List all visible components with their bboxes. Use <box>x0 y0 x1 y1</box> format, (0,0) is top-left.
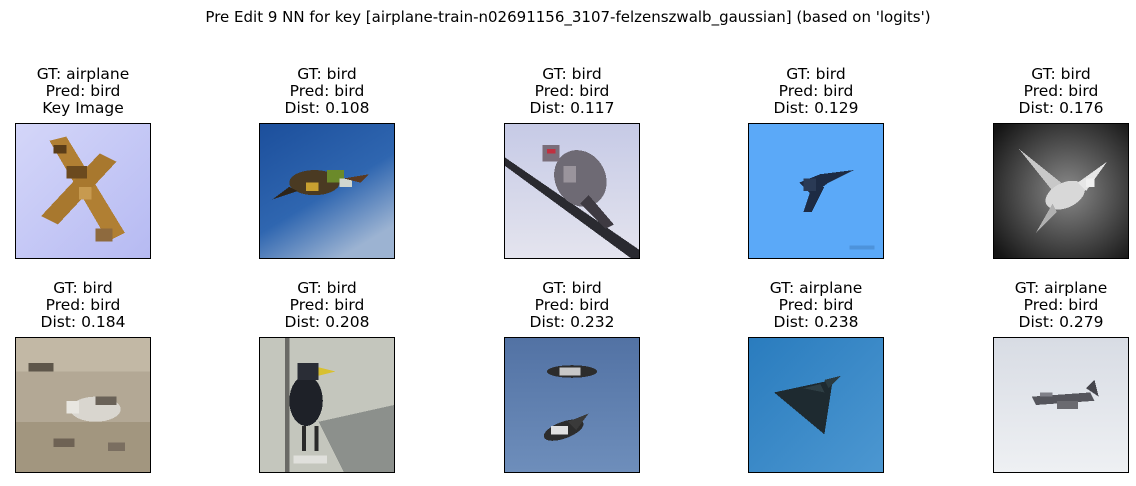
thumbnail-image <box>259 123 395 259</box>
panel-caption: GT: bird Pred: bird Dist: 0.176 <box>953 66 1136 117</box>
dist-label: Dist: 0.184 <box>40 313 126 331</box>
dist-label: Dist: 0.117 <box>529 99 615 117</box>
dist-label: Dist: 0.108 <box>284 99 370 117</box>
pred-label: Pred: bird <box>1023 296 1099 314</box>
figure-title: Pre Edit 9 NN for key [airplane-train-n0… <box>205 8 931 26</box>
dist-label: Dist: 0.208 <box>284 313 370 331</box>
gt-label: GT: bird <box>297 65 357 83</box>
pred-label: Pred: bird <box>778 82 854 100</box>
panel-caption: GT: bird Pred: bird Dist: 0.108 <box>219 66 435 117</box>
gt-label: GT: bird <box>542 279 602 297</box>
pred-label: Pred: bird <box>534 82 610 100</box>
panel-caption: GT: airplane Pred: bird Dist: 0.238 <box>708 280 924 331</box>
thumbnail-image <box>993 337 1129 473</box>
dist-label: Dist: 0.238 <box>773 313 859 331</box>
dist-label: Dist: 0.279 <box>1018 313 1104 331</box>
thumbnail-image <box>993 123 1129 259</box>
gt-label: GT: airplane <box>1014 279 1108 297</box>
dist-label: Dist: 0.232 <box>529 313 615 331</box>
gt-label: GT: airplane <box>769 279 863 297</box>
thumbnail-image <box>15 123 151 259</box>
thumbnail-image <box>748 337 884 473</box>
key-image-label: Key Image <box>42 99 124 117</box>
gt-label: GT: airplane <box>36 65 130 83</box>
gt-label: GT: bird <box>786 65 846 83</box>
pred-label: Pred: bird <box>45 82 121 100</box>
thumbnail-image <box>748 123 884 259</box>
thumbnail-image <box>504 337 640 473</box>
gt-label: GT: bird <box>297 279 357 297</box>
thumbnail-image <box>259 337 395 473</box>
thumbnail-image <box>504 123 640 259</box>
panel-caption: GT: bird Pred: bird Dist: 0.232 <box>464 280 680 331</box>
panel-caption: GT: bird Pred: bird Dist: 0.208 <box>219 280 435 331</box>
pred-label: Pred: bird <box>289 82 365 100</box>
pred-label: Pred: bird <box>778 296 854 314</box>
panel-caption: GT: airplane Pred: bird Key Image <box>0 66 191 117</box>
panel-caption: GT: airplane Pred: bird Dist: 0.279 <box>953 280 1136 331</box>
pred-label: Pred: bird <box>45 296 121 314</box>
gt-label: GT: bird <box>1031 65 1091 83</box>
pred-label: Pred: bird <box>289 296 365 314</box>
thumbnail-image <box>15 337 151 473</box>
pred-label: Pred: bird <box>1023 82 1099 100</box>
panel-caption: GT: bird Pred: bird Dist: 0.117 <box>464 66 680 117</box>
panel-caption: GT: bird Pred: bird Dist: 0.184 <box>0 280 191 331</box>
pred-label: Pred: bird <box>534 296 610 314</box>
gt-label: GT: bird <box>53 279 113 297</box>
dist-label: Dist: 0.176 <box>1018 99 1104 117</box>
gt-label: GT: bird <box>542 65 602 83</box>
panel-caption: GT: bird Pred: bird Dist: 0.129 <box>708 66 924 117</box>
dist-label: Dist: 0.129 <box>773 99 859 117</box>
